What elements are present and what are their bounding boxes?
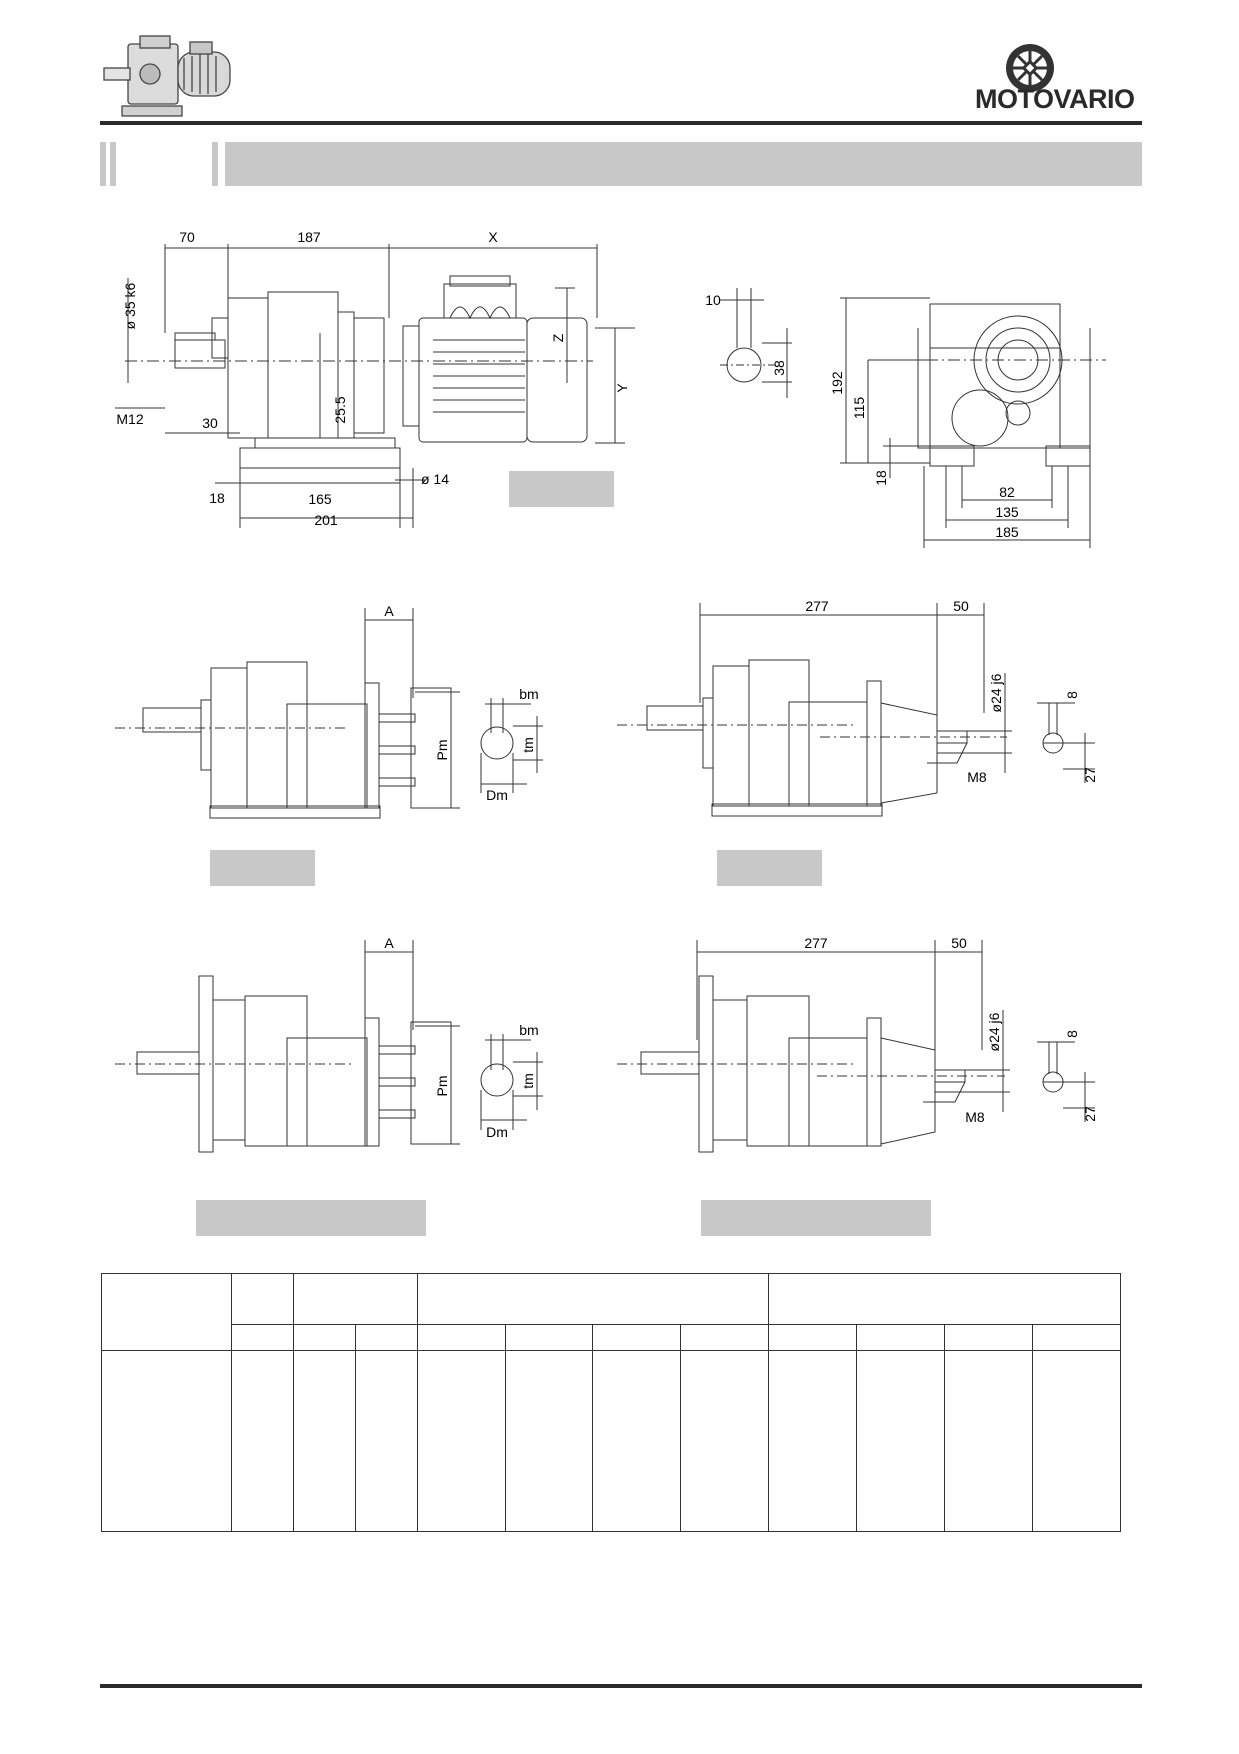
drawing-side-view-motor: 70 187 X Z Y ø 35 k6 M12 30 25.5 ø 14 18… <box>115 229 635 528</box>
dim-277: 277 <box>804 935 828 951</box>
table-cell <box>101 1350 232 1532</box>
dim-bm: bm <box>519 1022 538 1038</box>
drawing-flange-adapter-pm: A bm Pm tm Dm <box>115 935 543 1153</box>
dim-pm: Pm <box>434 1076 450 1097</box>
drawing-front-view: 10 38 192 115 18 82 135 185 <box>705 288 1106 548</box>
dim-z: Z <box>550 333 566 342</box>
table-cell <box>354 1350 418 1532</box>
band-marker <box>212 142 218 186</box>
dim-82: 82 <box>999 484 1015 500</box>
table-cell <box>1032 1350 1121 1532</box>
dim-bm: bm <box>519 686 538 702</box>
dim-8: 8 <box>1064 1030 1080 1038</box>
band-marker <box>100 142 106 186</box>
dim-tm: tm <box>520 737 536 753</box>
dim-dm: Dm <box>486 787 508 803</box>
band-title-area <box>225 142 1142 186</box>
table-cell <box>292 1350 356 1532</box>
dim-50: 50 <box>951 935 967 951</box>
dim-165: 165 <box>308 491 332 507</box>
table-subheader-cell <box>416 1324 506 1351</box>
table-cell <box>768 1350 858 1532</box>
dim-38: 38 <box>771 360 787 376</box>
dim-30: 30 <box>202 415 218 431</box>
table-row <box>101 1350 1121 1532</box>
spec-table <box>101 1273 1121 1532</box>
dim-shaft-24j6: ø24 j6 <box>988 673 1004 712</box>
dim-115: 115 <box>851 397 867 420</box>
table-header-cell <box>101 1273 232 1351</box>
table-cell <box>504 1350 594 1532</box>
table-header-cell <box>230 1273 294 1325</box>
drawing-4-label <box>717 850 822 886</box>
drawing-adapter-pm: A bm Pm tm Dm <box>115 603 543 819</box>
dim-shaft-diameter: ø 35 k6 <box>122 282 138 329</box>
dim-25-5: 25.5 <box>332 396 348 423</box>
dim-m8: M8 <box>965 1109 985 1125</box>
table-subheader-cell <box>354 1324 418 1351</box>
dim-277: 277 <box>805 598 829 614</box>
band-marker <box>110 142 116 186</box>
dim-a: A <box>384 603 394 619</box>
dim-14: ø 14 <box>421 471 449 487</box>
table-subheader-cell <box>230 1324 294 1351</box>
dim-x: X <box>488 229 498 245</box>
drawing-flange-input-shaft: 277 50 ø24 j6 8 M8 27 <box>617 935 1098 1153</box>
dim-pm: Pm <box>434 740 450 761</box>
table-subheader-cell <box>680 1324 770 1351</box>
dim-10: 10 <box>705 292 721 308</box>
dim-m8: M8 <box>967 769 987 785</box>
table-subheader-cell <box>768 1324 858 1351</box>
table-cell <box>856 1350 946 1532</box>
brand-logo-icon <box>1006 44 1054 92</box>
product-thumbnail <box>103 35 231 117</box>
dim-187: 187 <box>297 229 321 245</box>
table-subheader-cell <box>856 1324 946 1351</box>
dim-18: 18 <box>209 490 225 506</box>
table-cell <box>592 1350 682 1532</box>
dim-192: 192 <box>829 371 845 395</box>
band-label-area <box>120 142 208 186</box>
dim-27: 27 <box>1082 1106 1098 1122</box>
table-subheader-cell <box>504 1324 594 1351</box>
dim-a: A <box>384 935 394 951</box>
header-rule <box>100 121 1142 125</box>
drawing-input-shaft: 277 50 ø24 j6 8 M8 27 <box>617 598 1098 817</box>
dim-70: 70 <box>179 229 195 245</box>
drawing-1-label <box>509 471 614 507</box>
table-cell <box>416 1350 506 1532</box>
table-cell <box>230 1350 294 1532</box>
footer-rule <box>100 1684 1142 1688</box>
drawing-6-label <box>701 1200 931 1236</box>
dim-27: 27 <box>1082 767 1098 783</box>
dim-m12: M12 <box>116 411 143 427</box>
brand-name: MOTOVARIO <box>975 84 1135 114</box>
dim-50: 50 <box>953 598 969 614</box>
table-subheader-cell <box>944 1324 1034 1351</box>
table-subheader-cell <box>1032 1324 1121 1351</box>
table-subheader-cell <box>292 1324 356 1351</box>
dim-8: 8 <box>1064 691 1080 699</box>
dim-135: 135 <box>995 504 1019 520</box>
dim-y: Y <box>614 383 630 393</box>
table-header-cell <box>292 1273 418 1325</box>
table-cell <box>944 1350 1034 1532</box>
table-subheader-cell <box>592 1324 682 1351</box>
table-header-cell <box>768 1273 1121 1325</box>
dim-shaft-24j6: ø24 j6 <box>986 1012 1002 1051</box>
section-header-band <box>100 142 1142 186</box>
table-cell <box>680 1350 770 1532</box>
dim-201: 201 <box>314 512 338 528</box>
drawing-5-label <box>196 1200 426 1236</box>
dim-18: 18 <box>873 470 889 486</box>
dim-dm: Dm <box>486 1124 508 1140</box>
dim-tm: tm <box>520 1073 536 1089</box>
dim-185: 185 <box>995 524 1019 540</box>
table-header-cell <box>416 1273 770 1325</box>
drawing-3-label <box>210 850 315 886</box>
